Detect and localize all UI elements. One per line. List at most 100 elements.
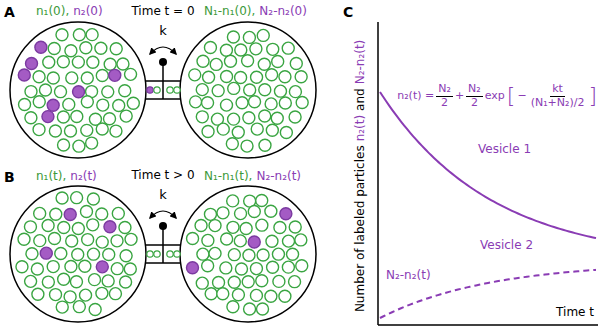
particle [232,126,244,138]
particle [120,110,132,122]
particle [119,85,131,97]
particle [295,71,307,83]
text-group: Vesicle 2 [480,239,533,253]
text-group: n₂(t) =N₂2+N₂2exp[−kt(N₁+N₂)/2] [397,83,597,109]
particle [257,249,269,261]
particle [65,261,77,273]
particle [33,71,45,83]
particle [289,276,301,288]
particle [65,45,77,57]
particle [248,236,260,248]
text-group: Vesicle 1 [478,143,531,157]
particle [195,220,207,232]
particle [266,69,278,81]
particle [56,192,68,204]
particle [66,235,78,247]
particle [236,97,248,109]
particle [96,261,108,273]
particle [240,222,252,234]
particle [259,139,271,151]
particle [256,194,268,206]
text-group: N₁-n₁(t),N₂-n₂(t) [204,170,301,184]
rotation-arrow [150,47,176,54]
particle [271,112,283,124]
particle [265,290,277,302]
particle [251,123,263,135]
particle [167,251,173,257]
particle [257,303,269,315]
particle [73,301,85,313]
particle [39,84,51,96]
particle [266,235,278,247]
particle [205,288,217,300]
axis-label: and [354,88,368,111]
particle [267,261,279,273]
particle [243,249,255,261]
rate-label: k [159,188,167,203]
vesicle [180,22,316,158]
particle [16,261,28,273]
axis-title: Time t [556,306,594,320]
curve-label: Vesicle 2 [480,239,533,253]
panel-letter: A [4,4,15,20]
particle [35,41,47,53]
text-group: N₁-n₁(0),N₂-n₂(0) [204,5,307,19]
particle [34,207,46,219]
particle [220,44,232,56]
particle [241,140,253,152]
particle [81,72,93,84]
particle [296,97,308,109]
particle [282,261,294,273]
particle [209,220,221,232]
particle [47,261,59,273]
particle [250,263,262,275]
particle [18,233,30,245]
particle [56,29,68,41]
particle [289,111,301,123]
panel-letter: C [343,4,353,20]
particle [33,96,45,108]
particle [209,247,221,259]
fraction: N₂2 [466,83,483,109]
particle [202,97,214,109]
particle [242,276,254,288]
particles [16,29,308,316]
particle-count: N₂-n₂(t) [256,170,301,184]
text-group: Time t = 0 [131,5,194,19]
particle [80,289,92,301]
particle [227,221,239,233]
particle [42,276,54,288]
particle [82,234,94,246]
particle [49,232,61,244]
equation-term: (N₁+N₂)/2 [529,97,587,110]
time-label: Time t = 0 [131,5,194,19]
particle [25,112,37,124]
particle [147,87,153,93]
particle [63,98,75,110]
particle [113,99,125,111]
particle [111,235,123,247]
particle [283,235,295,247]
particle [243,112,255,124]
particle [40,247,52,259]
time-label: Time t > 0 [131,169,194,183]
particle [221,71,233,83]
particle [42,111,54,123]
particle [19,98,31,110]
particle [110,125,122,137]
vesicle-pair [10,186,316,322]
particle [228,276,240,288]
particle [55,86,67,98]
particle [228,82,240,94]
gate [162,62,164,99]
particle [174,87,180,93]
particle [125,233,137,245]
particle [104,221,116,233]
particle [250,289,262,301]
particle [259,110,271,122]
gate-pivot [159,58,167,66]
particle [221,233,233,245]
particle [244,303,256,315]
particle [47,72,59,84]
particle [190,96,202,108]
